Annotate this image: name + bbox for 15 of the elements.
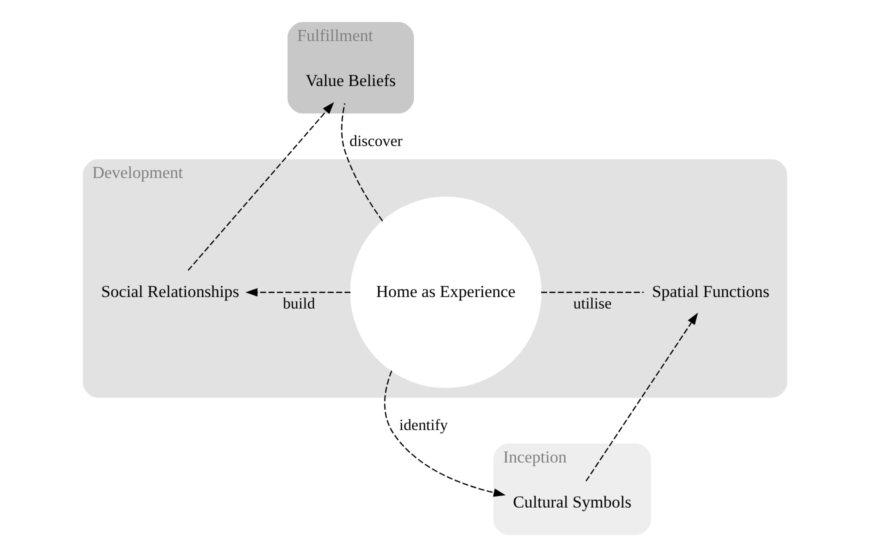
edge-label: discover xyxy=(349,132,402,150)
node-text: Cultural Symbols xyxy=(512,492,631,512)
arrow xyxy=(187,102,334,271)
edge-label: utilise xyxy=(572,295,612,312)
arrow xyxy=(384,370,506,497)
arrow xyxy=(585,312,698,482)
node-text: Value Beliefs xyxy=(305,71,396,90)
edge-label: identify xyxy=(398,417,448,434)
connector xyxy=(340,103,383,222)
node-text: Social Relationships xyxy=(100,282,239,301)
node-circle: Home as Experience xyxy=(350,196,542,388)
edge-label: build xyxy=(282,295,315,312)
node-text: Spatial Functions xyxy=(651,282,769,301)
connector xyxy=(540,292,644,293)
arrow xyxy=(244,288,350,297)
